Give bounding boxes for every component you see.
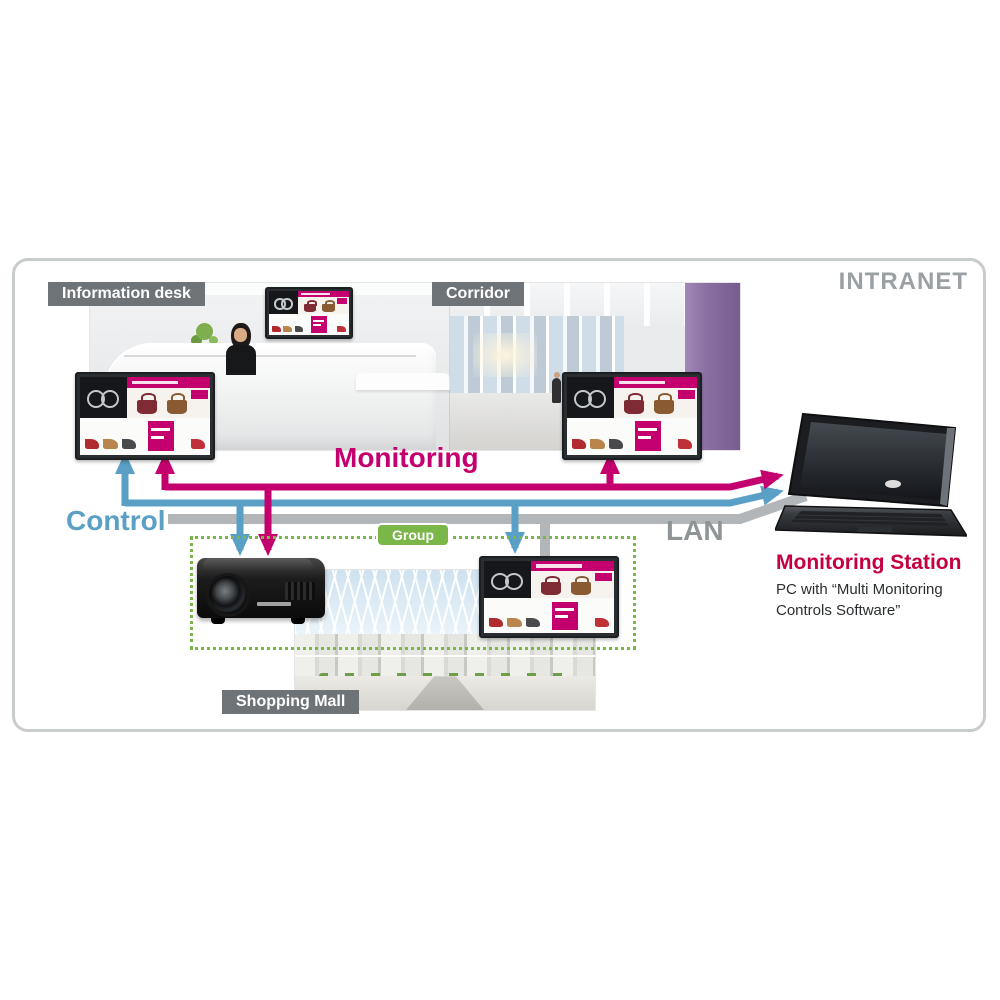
shoe-icon [677, 438, 692, 449]
shopper-head [553, 372, 560, 379]
handbag-icon [623, 393, 644, 414]
signage-shoe-panel [80, 417, 210, 455]
storefront-light [473, 333, 537, 377]
plant-leaves [195, 323, 213, 341]
handbag-icon [166, 393, 187, 414]
sunglasses-icon [87, 389, 120, 408]
signage-shoe-panel [269, 313, 349, 335]
information-desk-display [75, 372, 215, 460]
shoe-icon [121, 438, 136, 449]
laptop-illustration [773, 412, 969, 537]
mall-walkway-edge [295, 655, 595, 658]
signage-shoe-panel [484, 598, 614, 633]
signage-bag-panel [126, 387, 210, 418]
shoe-icon [272, 325, 281, 332]
projector-body [197, 558, 325, 618]
price-block [634, 421, 661, 452]
shoe-icon [572, 438, 587, 449]
shopping-mall-label: Shopping Mall [222, 690, 360, 714]
signage-shoe-panel [567, 417, 697, 455]
shoe-icon [283, 325, 293, 332]
counter-edge [124, 355, 416, 358]
monitoring-station-description: PC with “Multi Monitoring Controls Softw… [776, 579, 943, 621]
description-line-2: Controls Software” [776, 602, 901, 619]
signage-screen [269, 291, 349, 335]
shoe-icon [294, 325, 304, 332]
signage-banner [126, 377, 210, 388]
signage-bag-panel [613, 387, 697, 418]
signage-screen [567, 377, 697, 455]
price-chip [190, 390, 208, 400]
receptionist-figure [223, 323, 259, 376]
shoe-icon [590, 438, 605, 449]
control-caption: Control [66, 505, 166, 536]
group-display [479, 556, 619, 638]
corridor-label: Corridor [432, 282, 524, 306]
sunglasses-icon [574, 389, 607, 408]
projector-foot [211, 618, 225, 624]
side-counter [356, 373, 450, 390]
shoe-icon [608, 438, 623, 449]
monitoring-station-laptop [773, 412, 969, 548]
handbag-icon [570, 575, 591, 596]
handbag-icon [653, 393, 674, 414]
signage-banner [297, 291, 349, 298]
projector-vent [285, 582, 315, 600]
projector-lens-icon [209, 576, 247, 614]
signage-dark-panel [269, 291, 298, 314]
sunglasses-icon [491, 572, 524, 590]
handbag-icon [540, 575, 561, 596]
signage-screen [80, 377, 210, 455]
shoe-icon [190, 438, 205, 449]
handbag-icon [136, 393, 157, 414]
mall-storefronts [295, 634, 595, 681]
shoe-icon [507, 617, 522, 628]
wall-display [265, 287, 353, 339]
lan-caption: LAN [666, 515, 724, 546]
corridor-photo [450, 283, 740, 450]
shoe-icon [594, 617, 609, 628]
price-chip [337, 298, 348, 304]
plant-icon [191, 323, 219, 361]
intranet-label: INTRANET [838, 268, 968, 295]
projector-top [203, 558, 313, 571]
projector [197, 554, 325, 624]
shoe-icon [103, 438, 118, 449]
signage-dark-panel [80, 377, 127, 418]
price-chip [594, 573, 612, 582]
shoe-icon [525, 617, 540, 628]
shoe-icon [337, 325, 346, 332]
signage-banner [530, 561, 614, 572]
monitoring-station-title: Monitoring Station [776, 551, 962, 574]
monitoring-caption: Monitoring [334, 442, 479, 473]
group-badge: Group [378, 525, 448, 545]
intranet-frame [12, 258, 986, 732]
signage-screen [484, 561, 614, 633]
price-block [310, 315, 327, 333]
signage-bag-panel [530, 571, 614, 599]
signage-dark-panel [567, 377, 614, 418]
shoe-icon [489, 617, 504, 628]
signage-banner [613, 377, 697, 388]
signage-dark-panel [484, 561, 531, 599]
sunglasses-icon [273, 298, 294, 311]
shopper-figure [551, 372, 561, 404]
price-block [551, 601, 578, 630]
projector-logo [257, 602, 291, 606]
mall-center-aisle [406, 676, 484, 710]
projector-foot [291, 618, 305, 624]
price-block [147, 421, 174, 452]
receptionist-body [226, 345, 257, 376]
handbag-icon [322, 300, 336, 312]
price-chip [677, 390, 695, 400]
receptionist-face [234, 328, 248, 343]
handbag-icon [303, 300, 318, 312]
shoe-icon [85, 438, 100, 449]
signage-bag-panel [297, 297, 349, 314]
description-line-1: PC with “Multi Monitoring [776, 581, 943, 598]
corridor-display [562, 372, 702, 460]
information-desk-label: Information desk [48, 282, 205, 306]
